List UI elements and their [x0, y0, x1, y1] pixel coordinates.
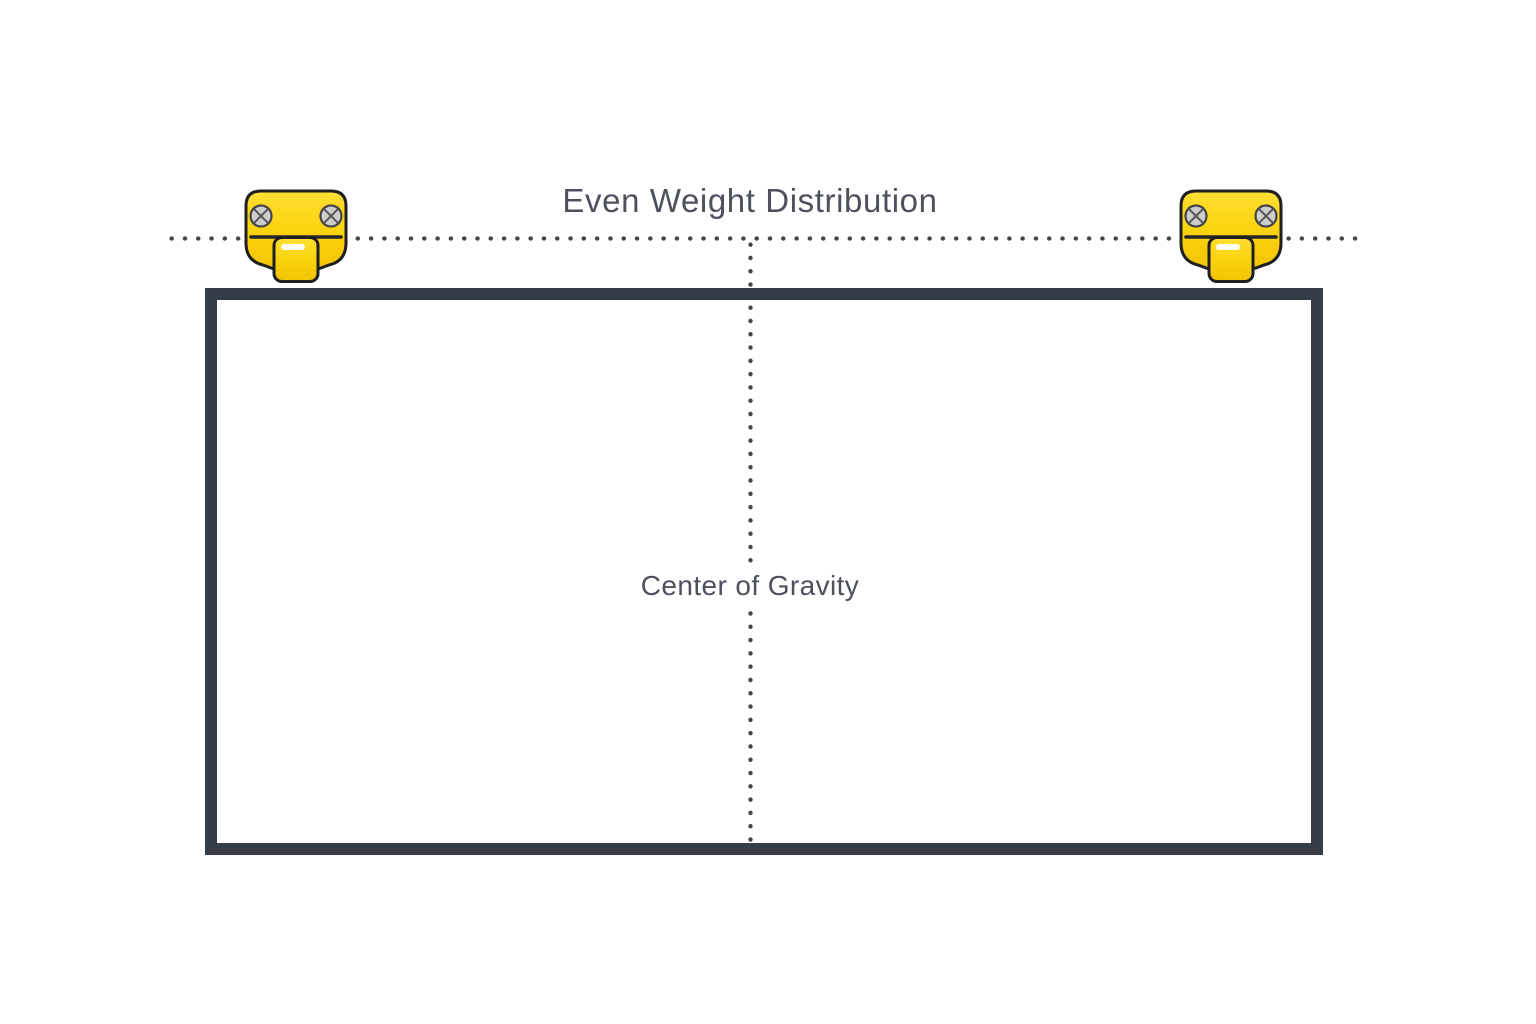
mount-clamp-icon [236, 185, 356, 285]
screw-icon [1254, 204, 1278, 228]
screw-icon [319, 204, 343, 228]
screw-icon [1184, 204, 1208, 228]
mounted-panel [205, 288, 1323, 855]
weight-distribution-dotted-line [165, 236, 1360, 241]
mount-clamp-icon [1171, 185, 1291, 285]
center-of-gravity-line-upper [748, 238, 753, 290]
screw-icon [249, 204, 273, 228]
center-of-gravity-label: Center of Gravity [631, 567, 869, 605]
diagram-title: Even Weight Distribution [562, 182, 938, 219]
